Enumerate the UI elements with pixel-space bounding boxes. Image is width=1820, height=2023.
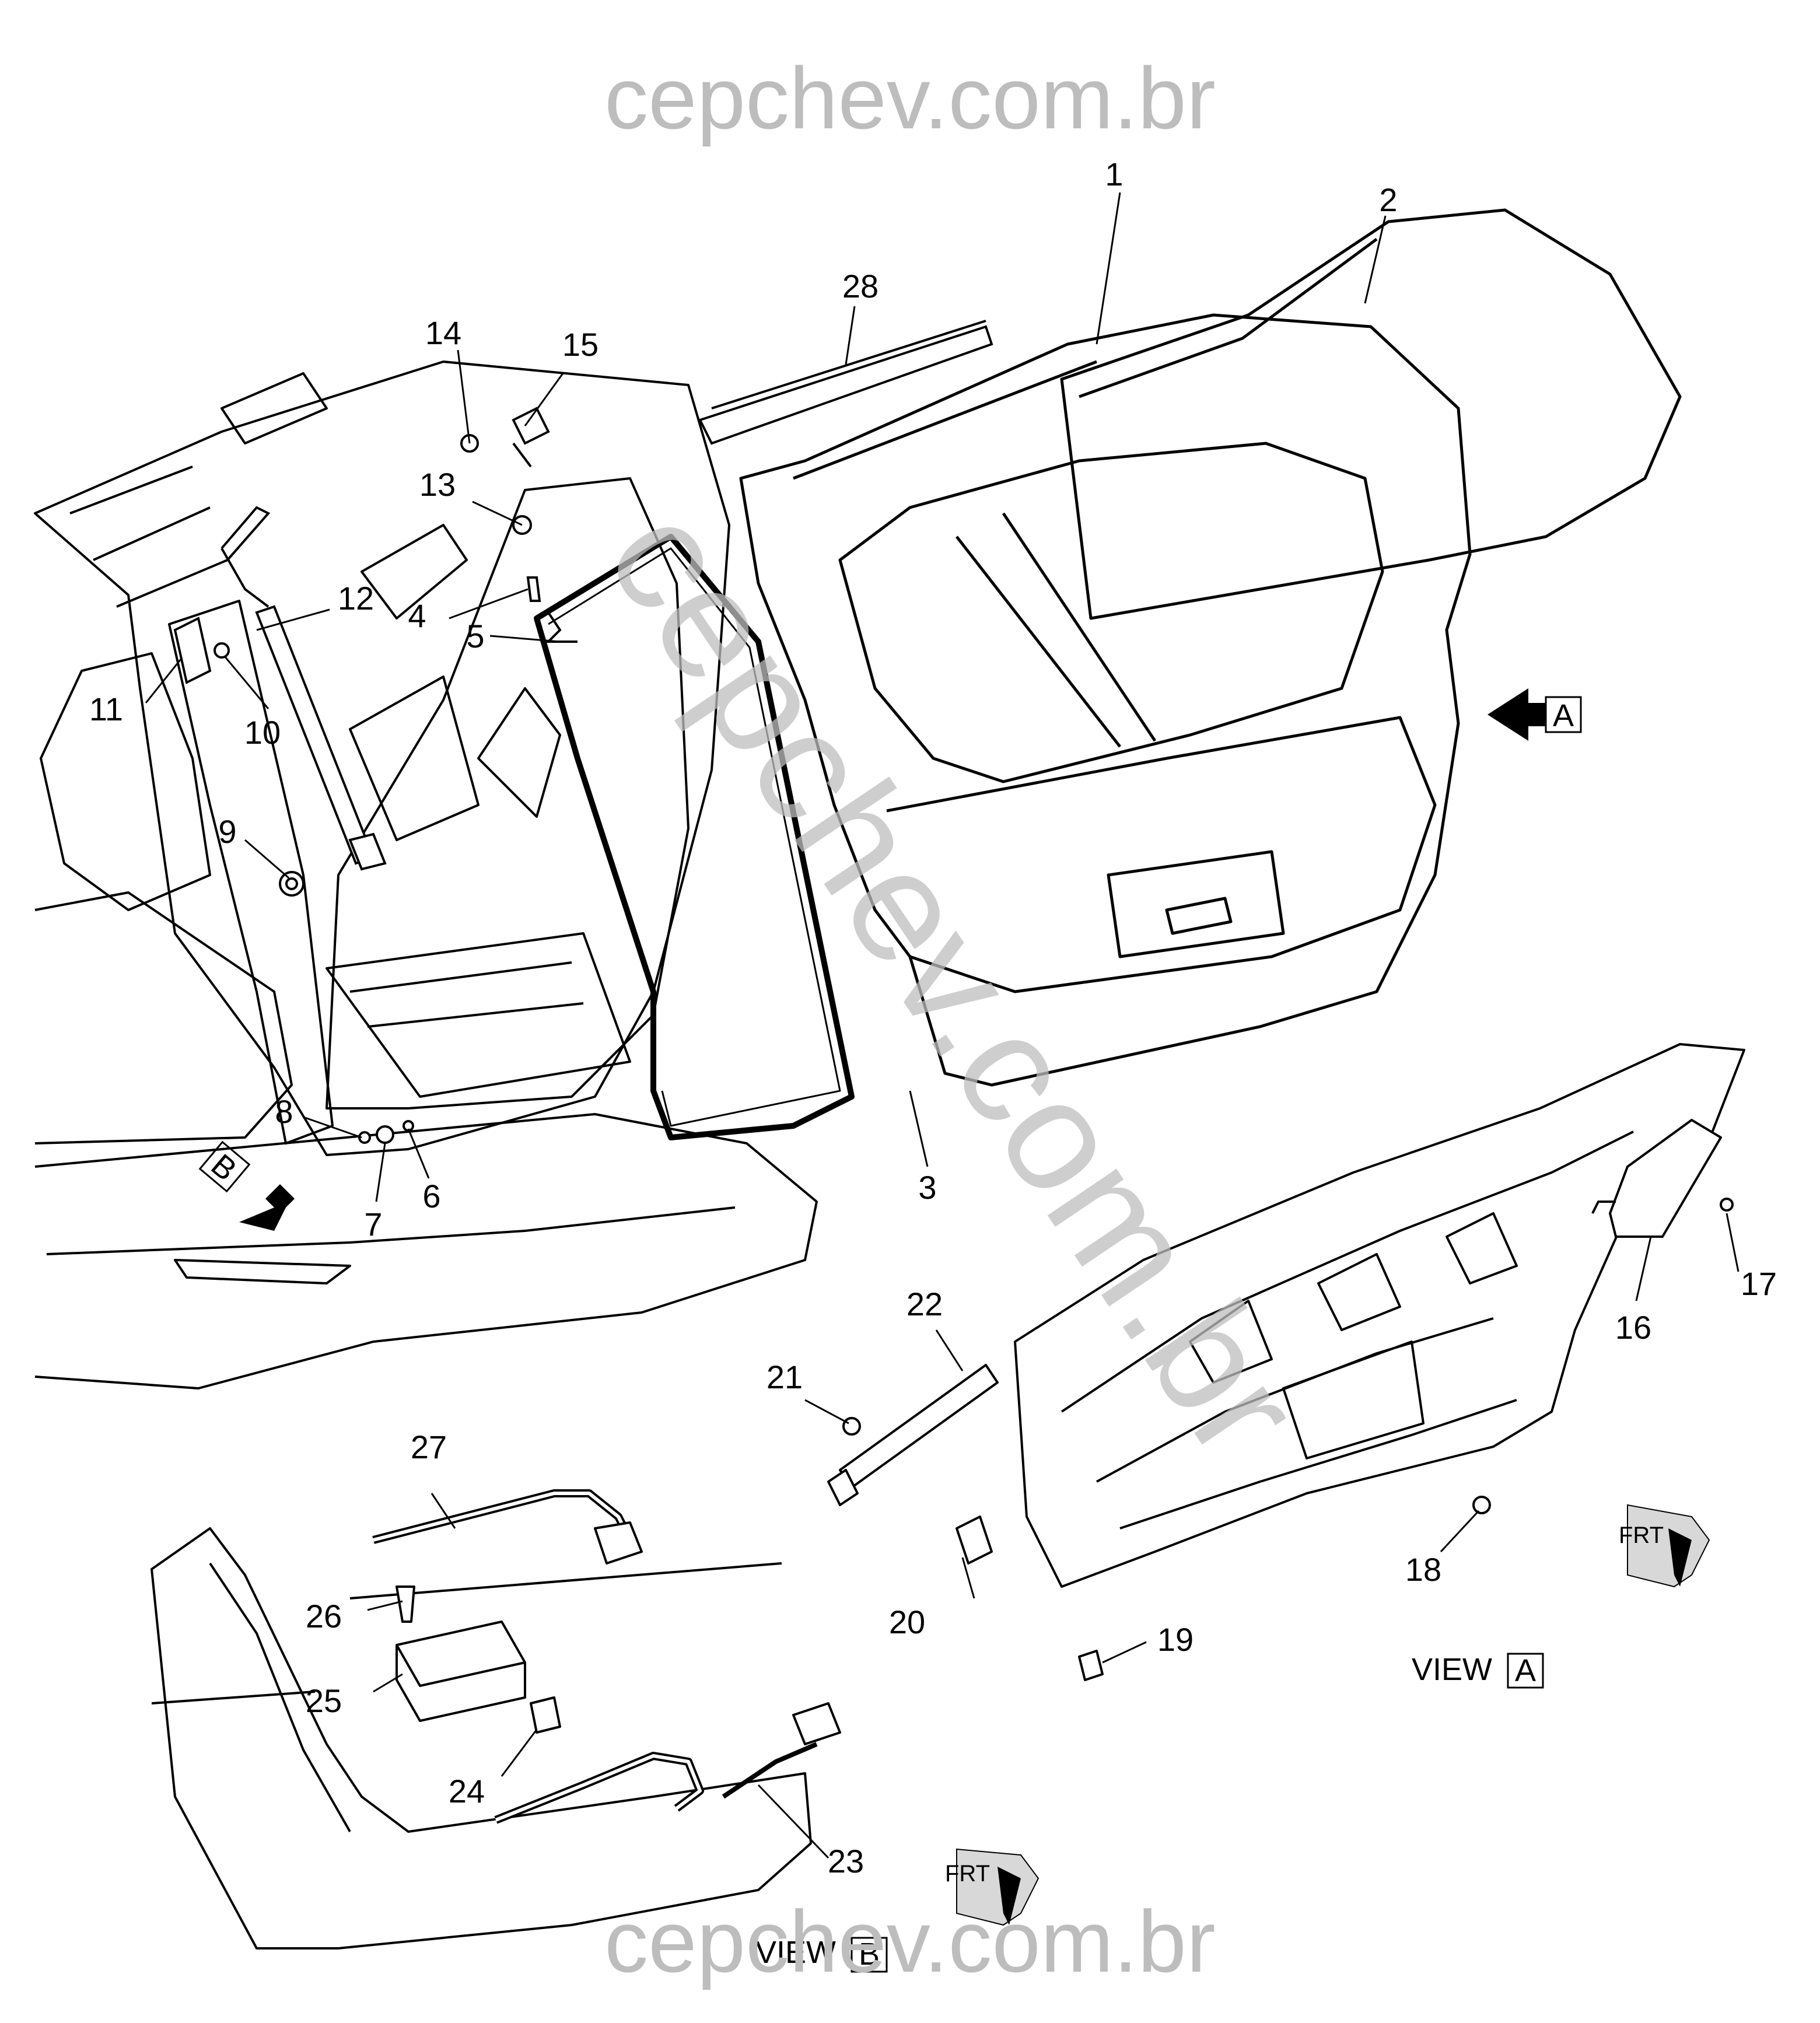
view-a-label: VIEW A: [1412, 1652, 1544, 1689]
callout-15: 15: [562, 326, 598, 363]
view-b-label-letter: B: [859, 1937, 880, 1972]
gas-strut-assembly: [173, 407, 578, 1144]
callout-20: 20: [889, 1604, 925, 1640]
callout-24: 24: [449, 1773, 485, 1810]
callout-17: 17: [1741, 1265, 1777, 1302]
view-a-label-text: VIEW: [1412, 1652, 1492, 1687]
view-a-inner-liftgate: [827, 1043, 1745, 1681]
watermark-top: cepchev.com.br: [604, 49, 1216, 147]
view-a-arrow-letter: A: [1553, 698, 1574, 733]
view-a-label-letter: A: [1515, 1653, 1536, 1688]
callout-6: 6: [422, 1178, 440, 1214]
callout-8: 8: [275, 1093, 293, 1130]
frt-indicator-view-b: FRT: [945, 1848, 1040, 1926]
callout-16: 16: [1615, 1309, 1651, 1346]
callout-7: 7: [364, 1206, 382, 1242]
view-b-arrow: B: [198, 1140, 295, 1231]
callout-14: 14: [425, 314, 461, 351]
view-b-label: VIEW B: [755, 1935, 888, 1973]
callout-13: 13: [419, 466, 456, 503]
callout-23: 23: [828, 1843, 864, 1880]
callout-1: 1: [1105, 156, 1123, 192]
callout-9: 9: [218, 813, 236, 850]
view-a-arrow: A: [1488, 688, 1582, 741]
watermark-bottom: cepchev.com.br: [604, 1892, 1216, 1990]
view-b-label-text: VIEW: [755, 1935, 836, 1970]
callout-3: 3: [918, 1169, 936, 1206]
callout-4: 4: [408, 597, 426, 634]
callout-19: 19: [1157, 1621, 1194, 1658]
liftgate-glass: [1060, 208, 1682, 620]
callout-5: 5: [466, 618, 484, 654]
spoiler-seal: [698, 320, 993, 445]
callout-18: 18: [1405, 1551, 1441, 1588]
frt-indicator-view-a: FRT: [1619, 1504, 1710, 1588]
view-b-harness: [150, 1489, 841, 1950]
callout-21: 21: [766, 1359, 803, 1395]
leader-lines: [145, 192, 1740, 1859]
callout-27: 27: [411, 1429, 447, 1465]
callout-22: 22: [907, 1286, 943, 1322]
callout-12: 12: [338, 580, 374, 617]
vehicle-rear-body: [34, 360, 855, 1390]
callout-25: 25: [306, 1682, 342, 1719]
callout-11: 11: [89, 691, 123, 727]
callout-10: 10: [244, 714, 281, 751]
callout-26: 26: [306, 1598, 342, 1634]
callout-labels: 1 2 3 4 5 6 7 8 9 10 11 12 13 14 15 16 1…: [89, 156, 1777, 1880]
watermark-diagonal: cepchev.com.br: [574, 476, 1335, 1486]
callout-2: 2: [1379, 181, 1397, 218]
callout-28: 28: [842, 268, 878, 304]
frt-text-view-a: FRT: [1619, 1522, 1664, 1548]
frt-text-view-b: FRT: [945, 1861, 990, 1887]
